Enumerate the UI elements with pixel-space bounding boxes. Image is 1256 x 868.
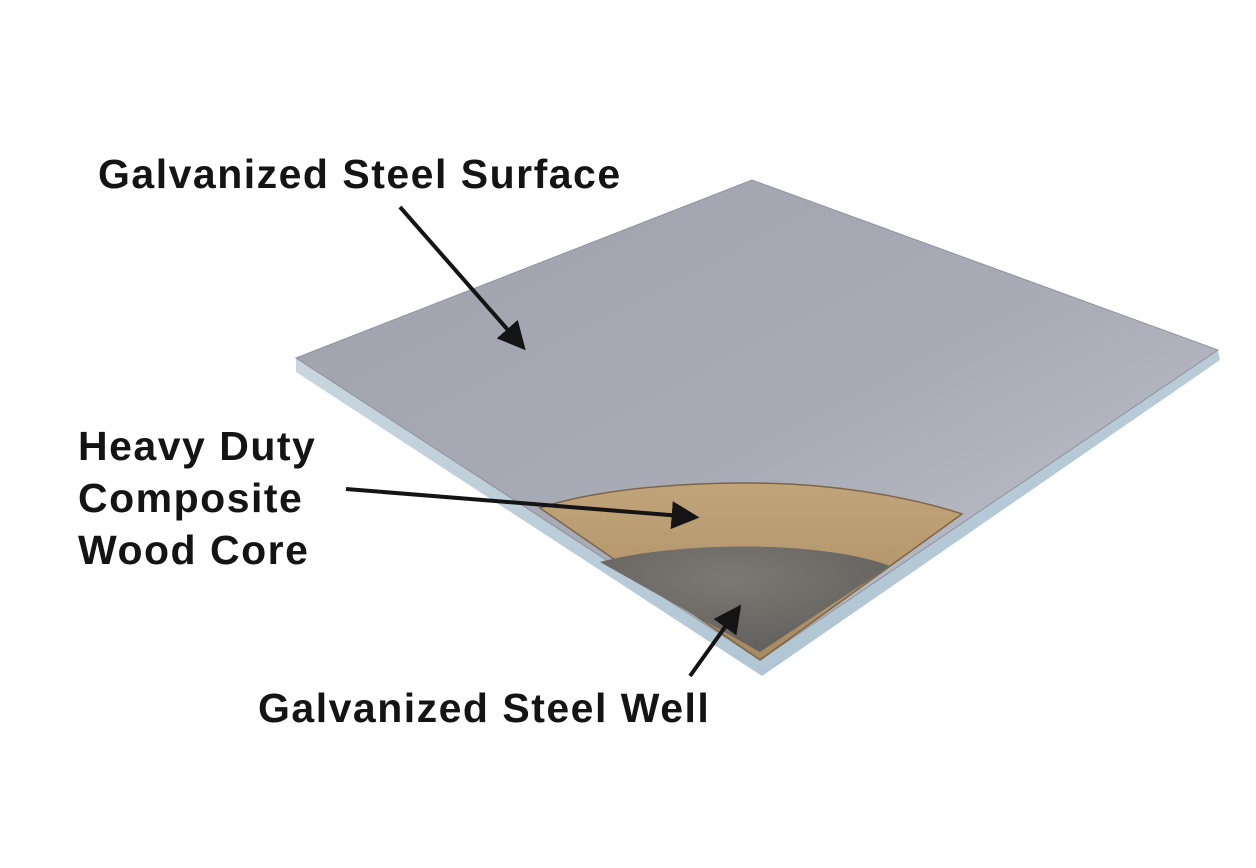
label-wood-core-line1: Heavy Duty [78,423,317,469]
label-wood-core-line3: Wood Core [78,527,310,573]
arrow-well [688,604,742,678]
arrow-core [345,487,700,530]
label-steel-surface: Galvanized Steel Surface [98,151,622,197]
steel-surface [294,179,1220,661]
label-steel-well: Galvanized Steel Well [258,685,711,731]
steel-well-cutaway [600,546,890,652]
label-wood-core: Heavy Duty Composite Wood Core [78,420,316,576]
label-wood-core-line2: Composite [78,475,304,521]
arrow-surface [398,205,526,351]
